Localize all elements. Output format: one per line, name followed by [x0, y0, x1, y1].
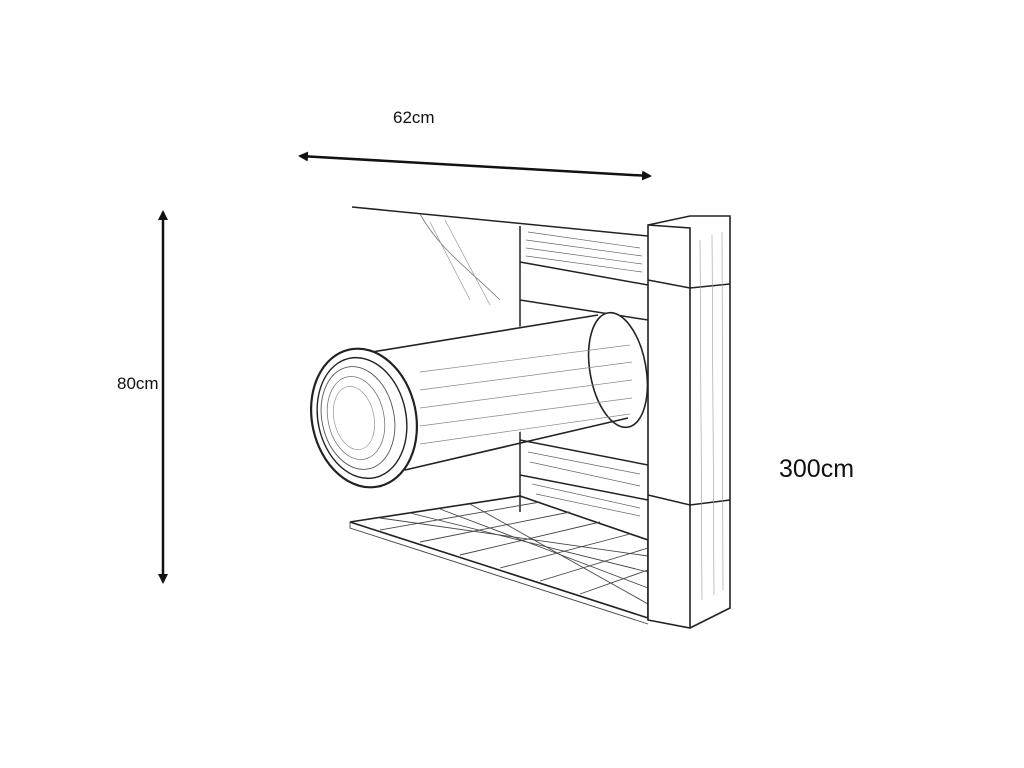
width-dimension-arrow: [298, 151, 652, 181]
height-label: 80cm: [117, 374, 159, 393]
front-post: [647, 215, 731, 629]
width-label: 62cm: [393, 108, 435, 127]
wall-hatching: [525, 231, 643, 517]
floor-grid: [349, 495, 649, 625]
tunnel-tube: [370, 311, 649, 471]
tunnel-opening: [309, 347, 419, 489]
length-label: 300cm: [779, 455, 855, 483]
